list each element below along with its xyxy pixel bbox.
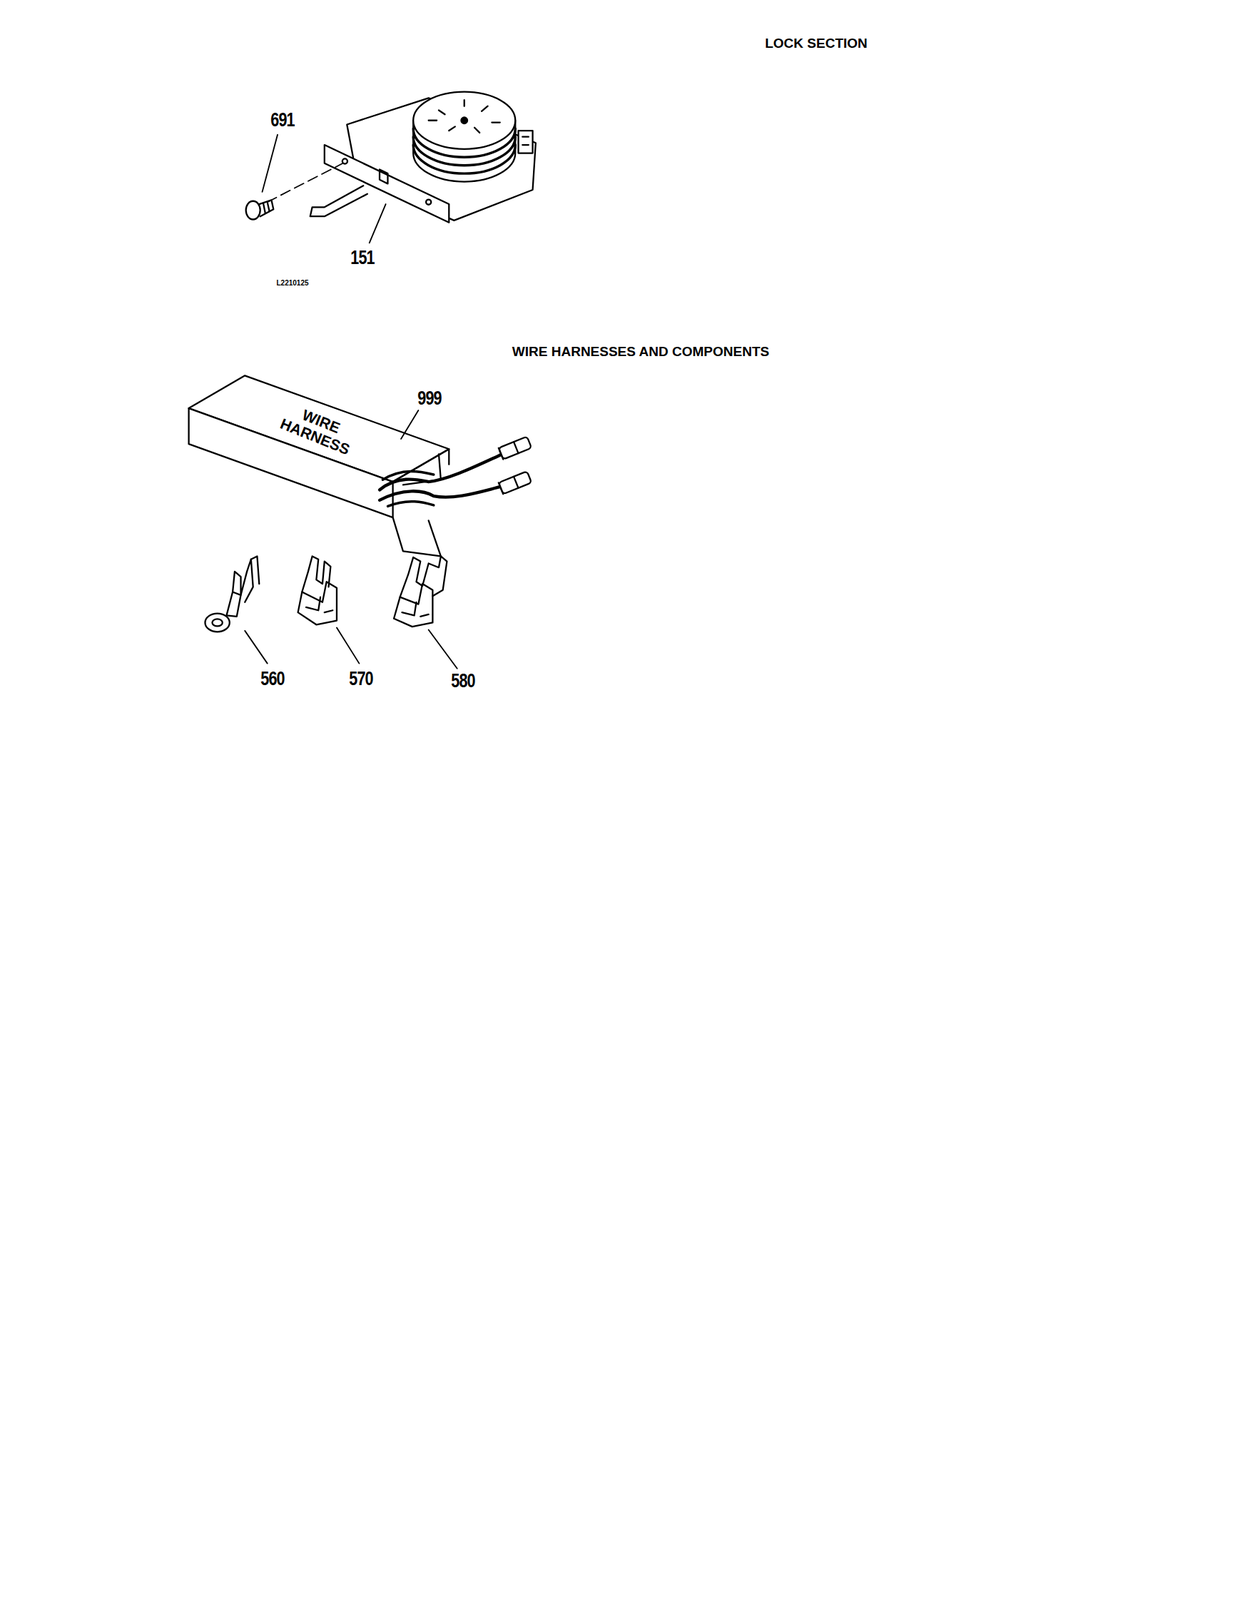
section-heading: WIRE HARNESSES AND COMPONENTS (512, 344, 770, 360)
female-terminal (393, 555, 447, 627)
wire-harness-package (189, 375, 532, 556)
callout-number: 560 (260, 668, 285, 690)
section-heading: LOCK SECTION (764, 36, 868, 52)
figure-code: L2210125 (276, 278, 309, 287)
ring-terminal (204, 555, 259, 632)
callout-number: 151 (350, 247, 375, 269)
callout-number: 691 (270, 109, 295, 132)
female-terminal (298, 555, 337, 625)
callout-number: 999 (417, 388, 442, 410)
callout-number: 580 (450, 670, 476, 693)
callout-number: 570 (348, 668, 374, 690)
lock-motor (246, 92, 536, 223)
